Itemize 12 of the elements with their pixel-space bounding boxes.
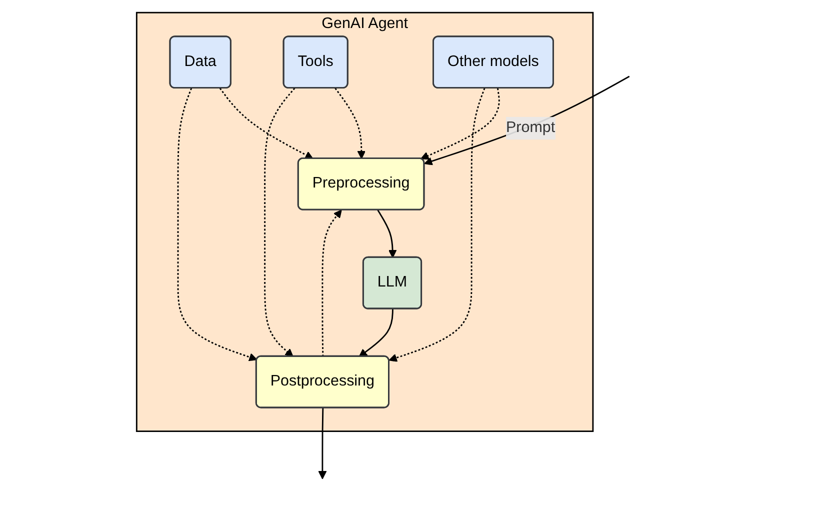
arrow	[377, 210, 397, 258]
arrow	[388, 88, 486, 362]
arrow	[219, 88, 314, 160]
arrow	[264, 88, 296, 357]
arrow	[420, 88, 500, 160]
arrow	[177, 88, 258, 362]
arrow	[334, 88, 366, 160]
arrow	[322, 210, 342, 357]
arrow	[318, 408, 327, 480]
edge-label: Prompt	[506, 120, 556, 136]
arrow	[424, 76, 630, 166]
arrow	[358, 308, 394, 357]
